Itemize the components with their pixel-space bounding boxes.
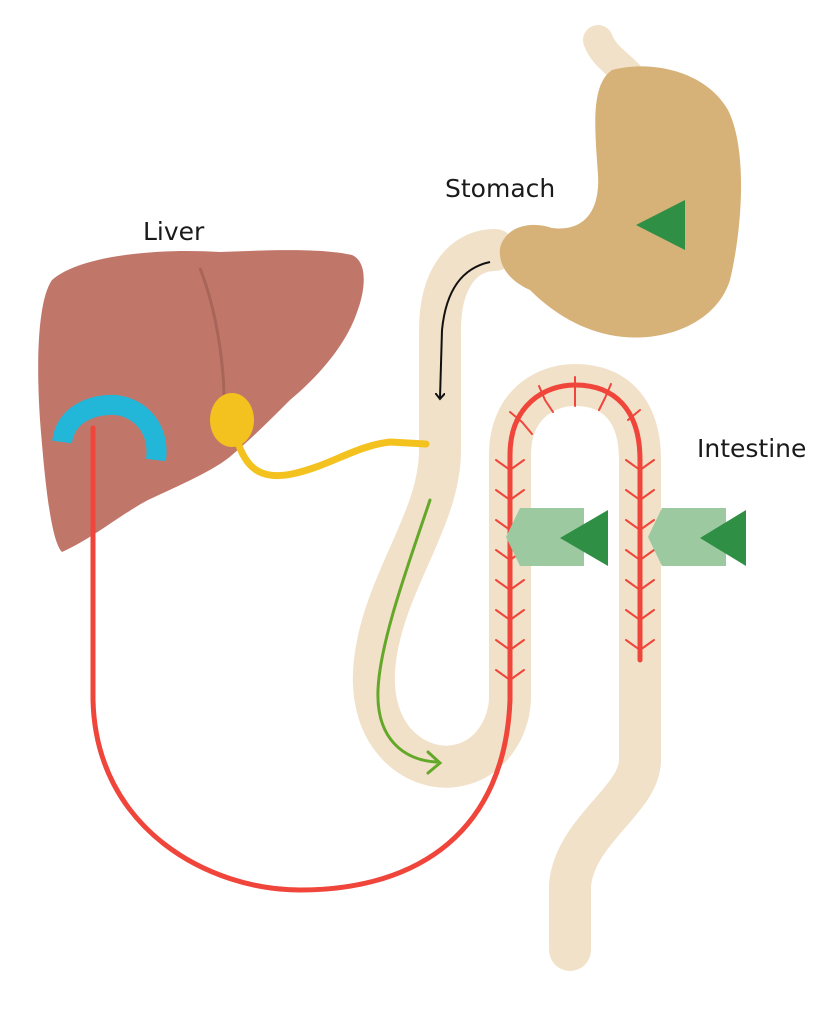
green-arrow-left-icon [700, 510, 746, 566]
green-arrow-left-icon [560, 510, 608, 566]
green-flow-head [426, 750, 443, 775]
portal-vein [90, 382, 643, 893]
absorption-box-2 [648, 508, 726, 566]
green-flow-line [376, 498, 438, 764]
duodenum [352, 229, 661, 971]
absorption-box-1 [506, 508, 584, 566]
liver-shape [38, 250, 364, 552]
bile-duct [232, 432, 430, 480]
green-triangle-icon [636, 200, 685, 250]
gallbladder-sac [210, 393, 254, 447]
intestine-label: Intestine [697, 434, 806, 463]
green-arrow-right-icon [376, 498, 443, 775]
receptor-arc [52, 394, 167, 462]
gallbladder [210, 393, 430, 480]
absorption-marker-2 [648, 508, 746, 566]
absorption-marker-1 [506, 508, 608, 566]
stomach-label: Stomach [445, 174, 555, 203]
stomach-shape [499, 66, 742, 338]
black-arrow-down-icon [440, 261, 491, 398]
liver-label: Liver [143, 217, 205, 246]
